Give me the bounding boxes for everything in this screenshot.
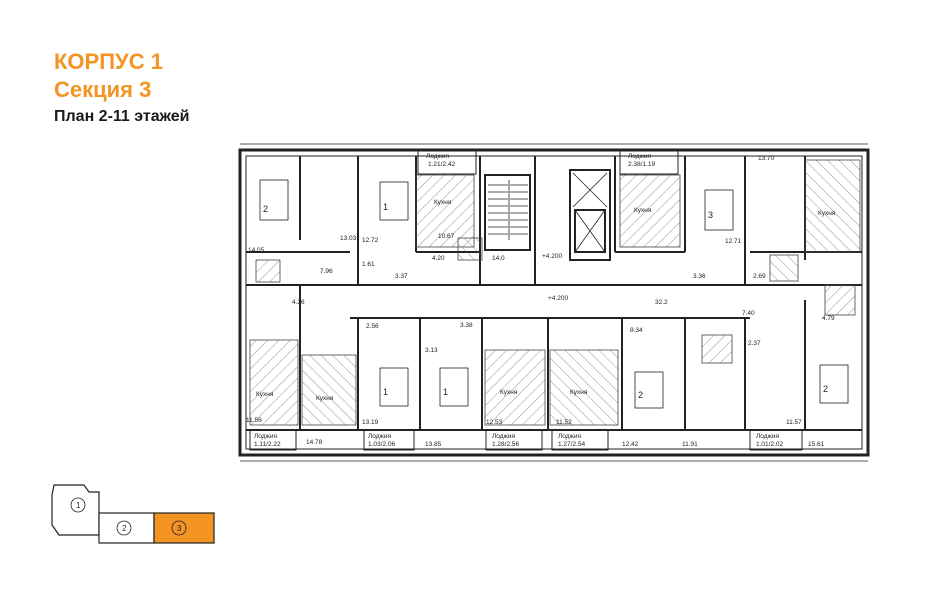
building-title: КОРПУС 1	[54, 49, 163, 74]
loggia-label: Лоджия	[368, 433, 392, 440]
kitchen-label: Кухня	[256, 391, 274, 398]
kitchen-label: Кухня	[434, 199, 452, 206]
loggia-area: 1.11/2.22	[254, 441, 281, 448]
staircase	[488, 180, 528, 240]
apartment-rooms: 2	[823, 384, 828, 394]
elevator-shafts	[572, 172, 608, 253]
area-label: 12.42	[622, 441, 639, 448]
area-label: 2.37	[748, 340, 761, 347]
area-label: 14.78	[306, 439, 323, 446]
apartment-rooms: 2	[263, 204, 268, 214]
area-label: 14.0	[492, 255, 505, 262]
area-label: 8.34	[630, 327, 643, 334]
area-label: 4.79	[822, 315, 835, 322]
level-mark: +4.200	[542, 253, 562, 260]
area-label: 3.36	[693, 273, 706, 280]
area-label: 14.05	[248, 247, 265, 254]
section-2[interactable]: 2	[98, 512, 155, 544]
loggia-label: Лоджия	[756, 433, 780, 440]
apartment-rooms: 3	[708, 210, 713, 220]
area-label: 32.2	[655, 299, 668, 306]
area-label: 1.61	[362, 261, 375, 268]
kitchen-label: Кухня	[316, 395, 334, 402]
loggia-area: 1.03/2.06	[368, 441, 395, 448]
area-label: 13.85	[425, 441, 442, 448]
area-label: 7.96	[320, 268, 333, 275]
loggia-label: Лоджия	[558, 433, 582, 440]
area-label: 4.20	[432, 255, 445, 262]
loggia-area: 2.38/1.19	[628, 161, 655, 168]
area-label: 15.61	[808, 441, 825, 448]
outer-wall-inner-line	[245, 155, 863, 450]
loggia-area: 1.28/2.56	[492, 441, 519, 448]
kitchen-label: Кухня	[634, 207, 652, 214]
kitchen-areas	[249, 159, 861, 426]
kitchen-label: Кухня	[818, 210, 836, 217]
area-label: 11.91	[682, 441, 698, 448]
section-number: 3	[177, 524, 182, 533]
section-keymap: 1 2 3	[51, 484, 215, 544]
section-number: 1	[76, 501, 81, 510]
loggia-label: Лоджия	[628, 153, 652, 160]
section-number: 2	[122, 524, 127, 533]
area-label: 13.19	[362, 419, 379, 426]
area-label: 11.52	[556, 419, 572, 426]
area-label: 10.67	[438, 233, 455, 240]
dimension-line	[240, 143, 868, 462]
area-label: 11.56	[246, 417, 262, 424]
kitchen-label: Кухня	[570, 389, 588, 396]
area-label: 2.69	[753, 273, 766, 280]
room-labels: Лоджия 1.21/2.42 Лоджия 2.38/1.19 Лоджия…	[246, 153, 836, 448]
loggia-area: 1.21/2.42	[428, 161, 455, 168]
room-tables	[259, 179, 849, 409]
loggia-label: Лоджия	[254, 433, 278, 440]
bathroom-areas	[255, 237, 856, 364]
loggia-area: 1.27/2.54	[558, 441, 585, 448]
loggia-area: 1.01/2.02	[756, 441, 783, 448]
title-block: КОРПУС 1 Секция 3 План 2-11 этажей	[54, 48, 189, 128]
section-3-active[interactable]: 3	[153, 512, 215, 544]
area-label: 3.37	[395, 273, 408, 280]
area-label: 3.13	[425, 347, 438, 354]
outer-walls	[238, 148, 870, 457]
area-label: 2.56	[366, 323, 379, 330]
loggia-label: Лоджия	[492, 433, 516, 440]
kitchen-label: Кухня	[500, 389, 518, 396]
section-title: Секция 3	[54, 77, 152, 102]
area-label: 13.70	[758, 155, 775, 162]
area-label: 7.40	[742, 310, 755, 317]
floor-plan-subtitle: План 2-11 этажей	[54, 108, 190, 125]
apartment-rooms: 1	[383, 387, 388, 397]
area-label: 12.72	[362, 237, 379, 244]
apartment-rooms: 1	[383, 202, 388, 212]
level-mark: +4.200	[548, 295, 568, 302]
area-label: 3.38	[460, 322, 473, 329]
apartment-rooms: 1	[443, 387, 448, 397]
corridor	[350, 284, 750, 319]
area-label: 4.26	[292, 299, 305, 306]
floor-plan: Лоджия 1.21/2.42 Лоджия 2.38/1.19 Лоджия…	[238, 143, 870, 462]
area-label: 12.53	[486, 419, 503, 426]
loggia-label: Лоджия	[426, 153, 450, 160]
area-label: 12.71	[725, 238, 742, 245]
area-label: 11.57	[786, 419, 802, 426]
loggia-outlines	[249, 149, 803, 451]
apartment-rooms: 2	[638, 390, 643, 400]
section-1[interactable]: 1	[51, 484, 100, 536]
area-label: 13.03	[340, 235, 357, 242]
